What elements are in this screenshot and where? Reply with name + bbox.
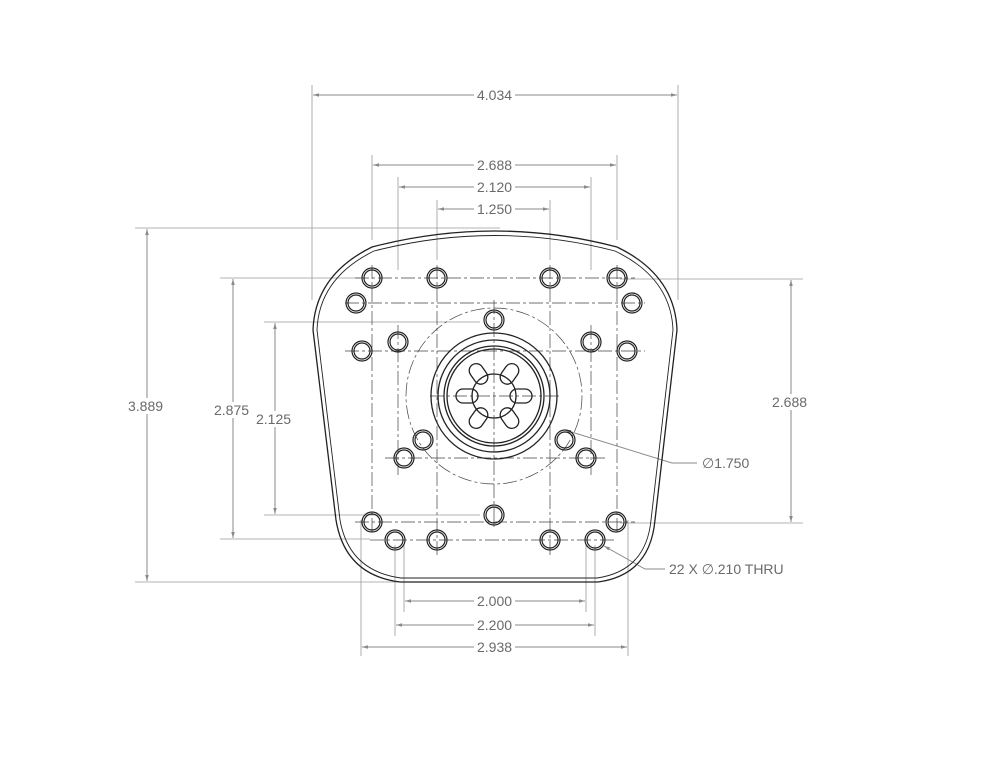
dim-bottom-middle: 2.200 bbox=[474, 617, 516, 633]
hole bbox=[606, 267, 628, 289]
hole bbox=[361, 267, 383, 289]
hole bbox=[384, 529, 406, 551]
dim-top-pattern-inner: 1.250 bbox=[474, 201, 516, 217]
hole bbox=[361, 511, 383, 533]
dim-bottom-outer: 2.938 bbox=[474, 639, 516, 655]
hole bbox=[580, 331, 602, 353]
kidney-slots bbox=[455, 362, 533, 430]
dim-bottom-inner: 2.000 bbox=[474, 593, 516, 609]
dim-left-pattern-outer: 2.875 bbox=[211, 402, 253, 418]
hole bbox=[412, 429, 434, 451]
central-hub bbox=[430, 332, 558, 460]
dim-overall-width: 4.034 bbox=[474, 87, 516, 103]
dim-top-pattern-outer: 2.688 bbox=[474, 157, 516, 173]
hole bbox=[351, 340, 373, 362]
hole bbox=[426, 529, 448, 551]
hole bbox=[426, 267, 448, 289]
mounting-holes bbox=[345, 267, 643, 551]
hole bbox=[554, 429, 576, 451]
hole bbox=[575, 447, 597, 469]
hole bbox=[345, 292, 367, 314]
hole bbox=[387, 331, 409, 353]
hole bbox=[605, 511, 627, 533]
dim-top-pattern-middle: 2.120 bbox=[474, 179, 516, 195]
hole bbox=[483, 309, 505, 331]
hole bbox=[483, 504, 505, 526]
callout-bore: ∅1.750 bbox=[699, 455, 753, 471]
hole bbox=[621, 292, 643, 314]
center-lines bbox=[345, 265, 645, 555]
dim-overall-height: 3.889 bbox=[125, 398, 167, 414]
dim-left-pattern-inner: 2.125 bbox=[253, 411, 295, 427]
hole bbox=[539, 529, 561, 551]
plate-outline bbox=[312, 230, 678, 583]
hole bbox=[539, 267, 561, 289]
hole bbox=[584, 529, 606, 551]
hole bbox=[616, 340, 638, 362]
hole bbox=[393, 447, 415, 469]
dim-right-pattern: 2.688 bbox=[769, 394, 811, 410]
callout-holes: 22 X ∅.210 THRU bbox=[666, 561, 787, 577]
